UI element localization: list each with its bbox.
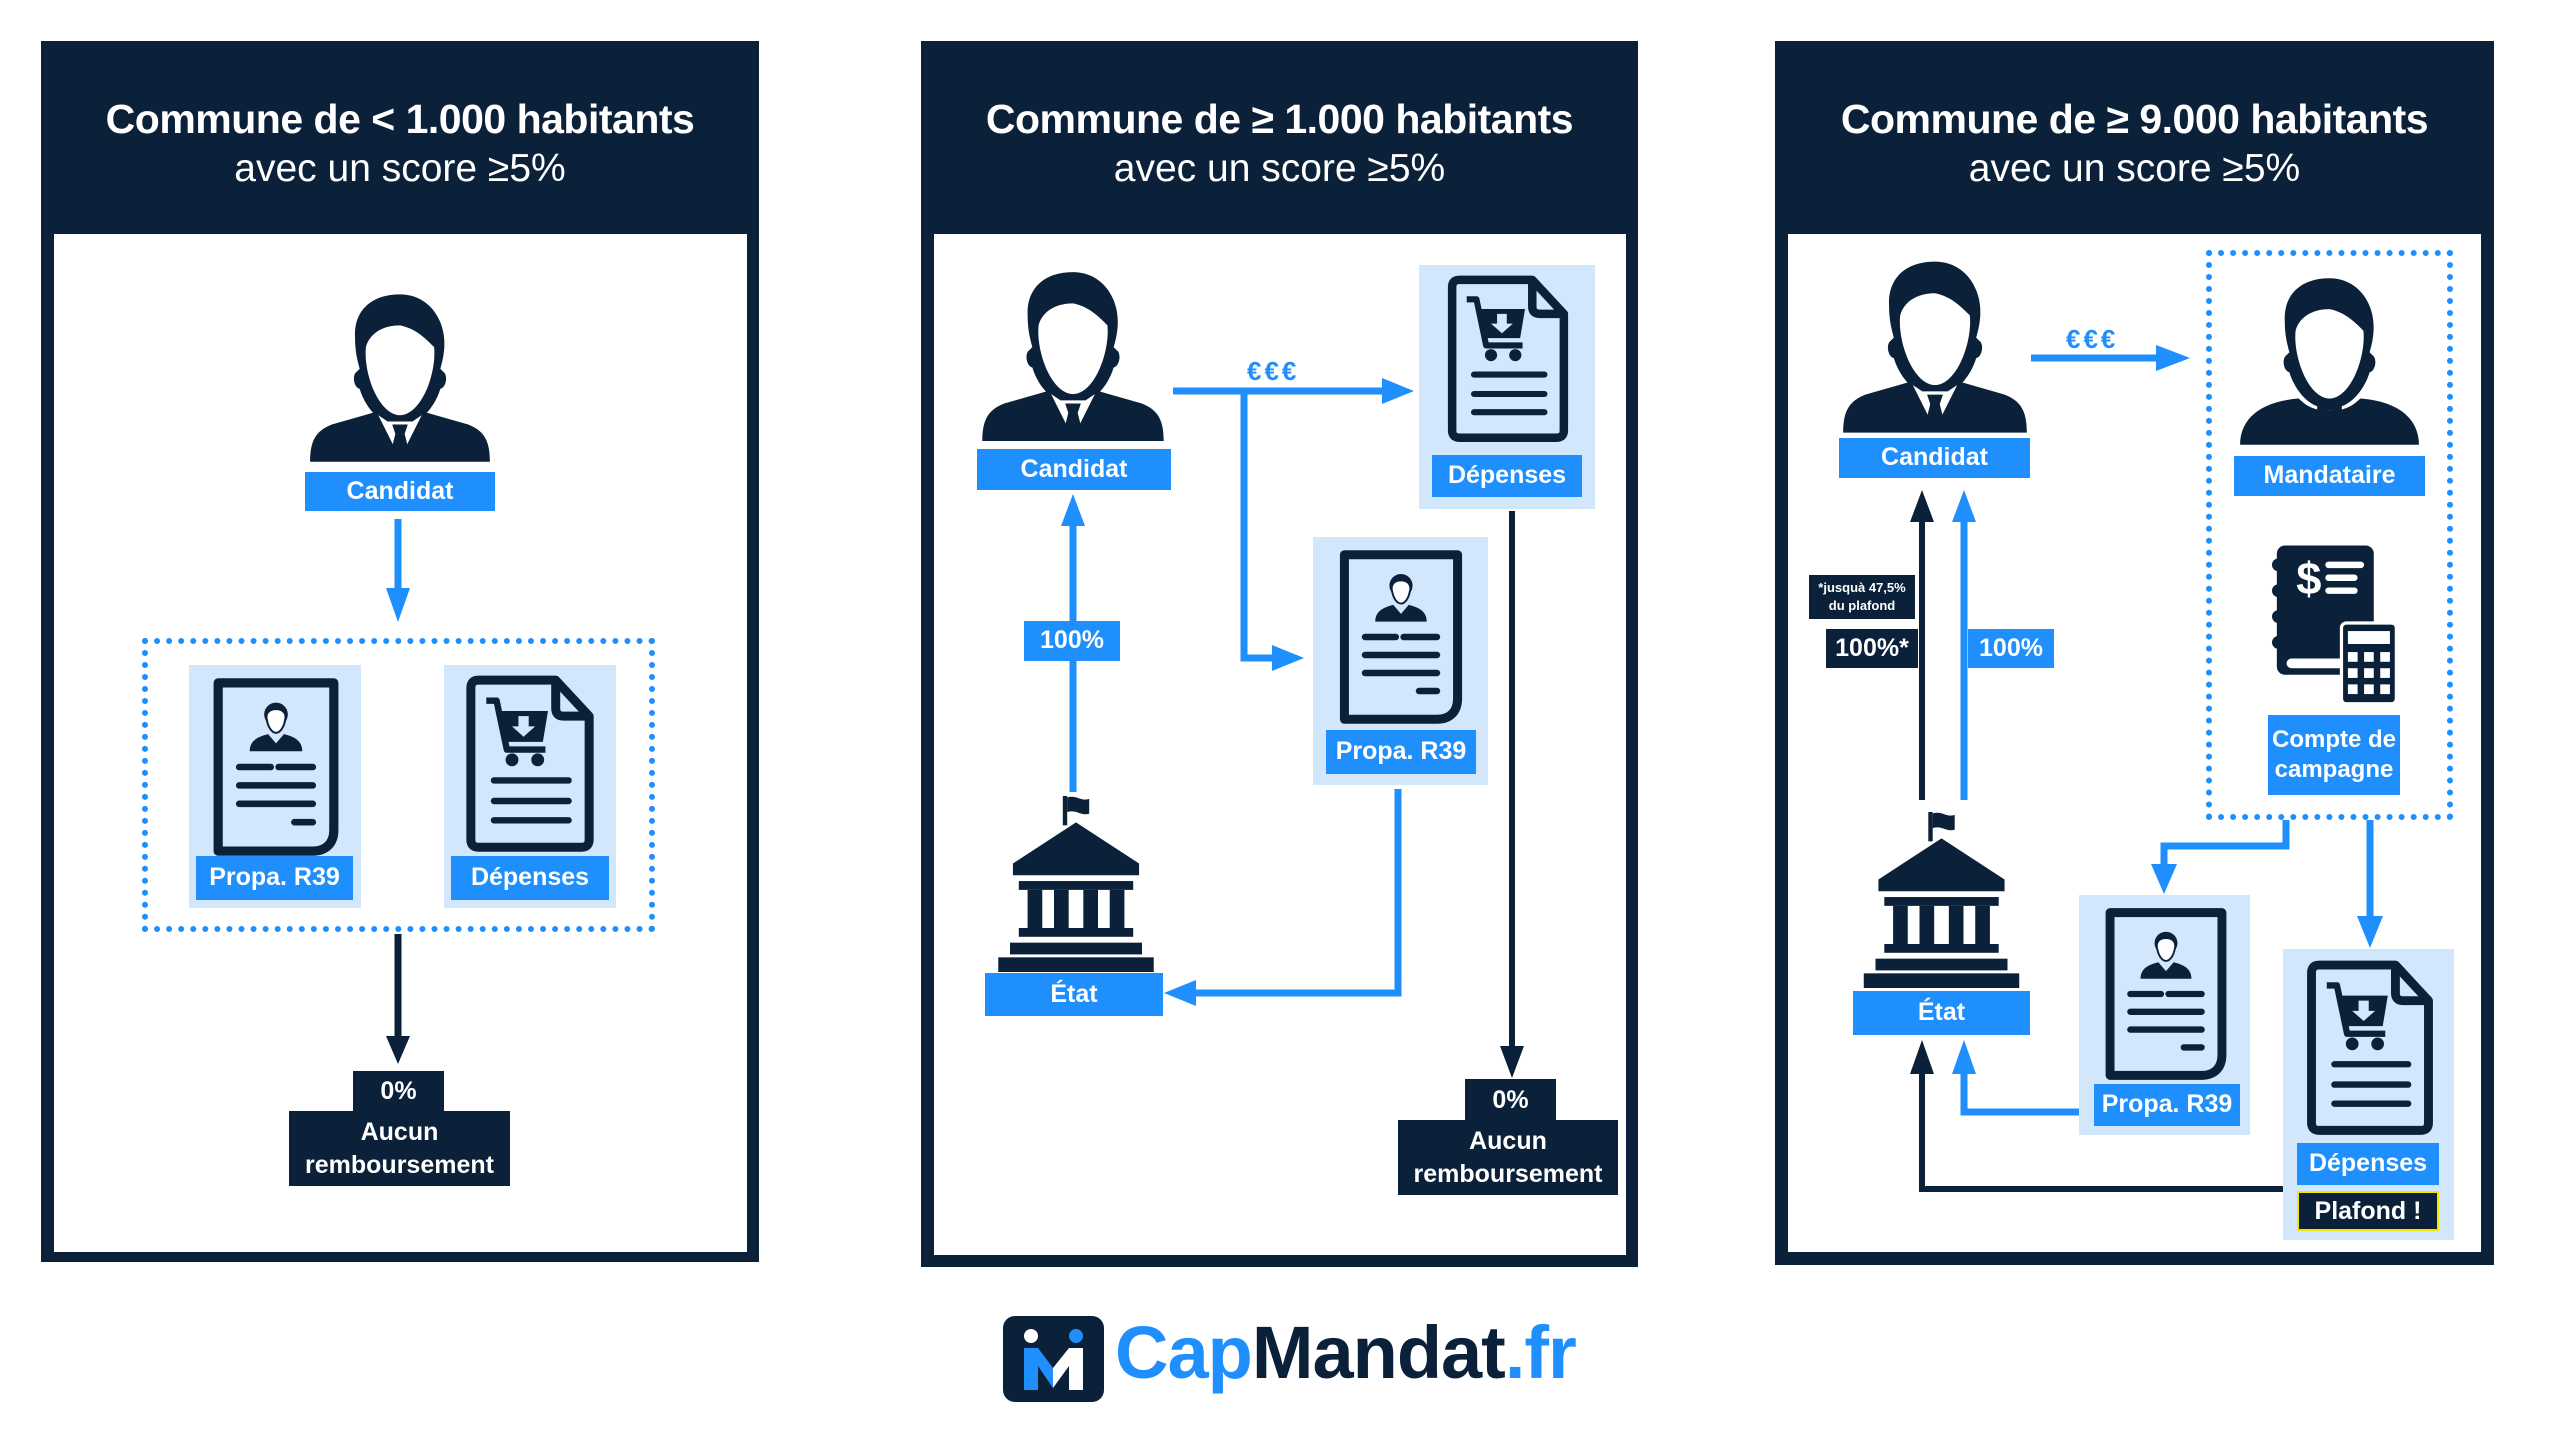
depenses-label: Dépenses: [2297, 1143, 2439, 1185]
propa-label: Propa. R39: [1326, 730, 1476, 774]
mandataire-group: [2206, 250, 2453, 820]
footnote-line1: *jusquà 47,5%: [1818, 580, 1906, 596]
propa-label: Propa. R39: [2094, 1084, 2240, 1126]
cap-footnote: *jusquà 47,5% du plafond: [1809, 575, 1915, 619]
candidat-label: Candidat: [1839, 438, 2030, 478]
candidat-label: Candidat: [977, 449, 1171, 490]
etat-label: État: [1853, 991, 2030, 1035]
panel-subtitle: avec un score ≥5%: [1113, 147, 1446, 190]
result-percent: 0%: [1465, 1079, 1556, 1121]
result-text: Aucun remboursement: [1398, 1120, 1618, 1195]
result-text-line1: Aucun: [360, 1118, 439, 1146]
candidat-label: Candidat: [305, 472, 495, 511]
capmandat-logo-icon: [1003, 1316, 1104, 1402]
plafond-warning: Plafond !: [2297, 1191, 2439, 1231]
logo-wordmark: CapMandat.fr: [1115, 1310, 1577, 1395]
panel-title: Commune de < 1.000 habitants: [105, 96, 695, 142]
reimbursement-label: 100%: [1968, 629, 2054, 668]
mandataire-label: Mandataire: [2234, 456, 2425, 496]
propa-document-icon: [2094, 905, 2238, 1083]
euro-flow-label: €€€: [2066, 324, 2119, 354]
depenses-label: Dépenses: [1432, 455, 1582, 497]
panel-title: Commune de ≥ 1.000 habitants: [985, 96, 1574, 142]
logo-part-mandat: Mandat: [1251, 1311, 1506, 1394]
footnote-line2: du plafond: [1828, 598, 1896, 613]
result-text-line2: remboursement: [1413, 1159, 1603, 1188]
panel-subtitle: avec un score ≥5%: [234, 147, 566, 190]
panel-title: Commune de ≥ 9.000 habitants: [1840, 96, 2429, 142]
result-percent: 0%: [353, 1071, 444, 1112]
logo-part-tld: .fr: [1504, 1311, 1577, 1394]
etat-label: État: [985, 973, 1163, 1016]
logo-part-cap: Cap: [1115, 1311, 1253, 1394]
compte-line1: Compte de: [2271, 726, 2396, 753]
panel-subtitle: avec un score ≥5%: [1968, 147, 2301, 190]
etat-building-icon: [1863, 812, 2020, 988]
result-text: Aucun remboursement: [289, 1111, 510, 1186]
reimbursement-label: 100%: [1024, 621, 1120, 661]
reimbursement-capped-label: 100%*: [1826, 629, 1918, 668]
compte-campagne-label: Compte de campagne: [2268, 715, 2400, 795]
result-text-line2: remboursement: [305, 1150, 494, 1179]
result-text-line1: Aucun: [1469, 1127, 1547, 1155]
propa-label: Propa. R39: [196, 856, 353, 900]
compte-line2: campagne: [2274, 756, 2394, 783]
euro-flow-label: €€€: [1247, 356, 1300, 386]
documents-group: [142, 638, 655, 932]
depenses-document-icon: [2300, 960, 2440, 1138]
depenses-label: Dépenses: [451, 856, 609, 900]
